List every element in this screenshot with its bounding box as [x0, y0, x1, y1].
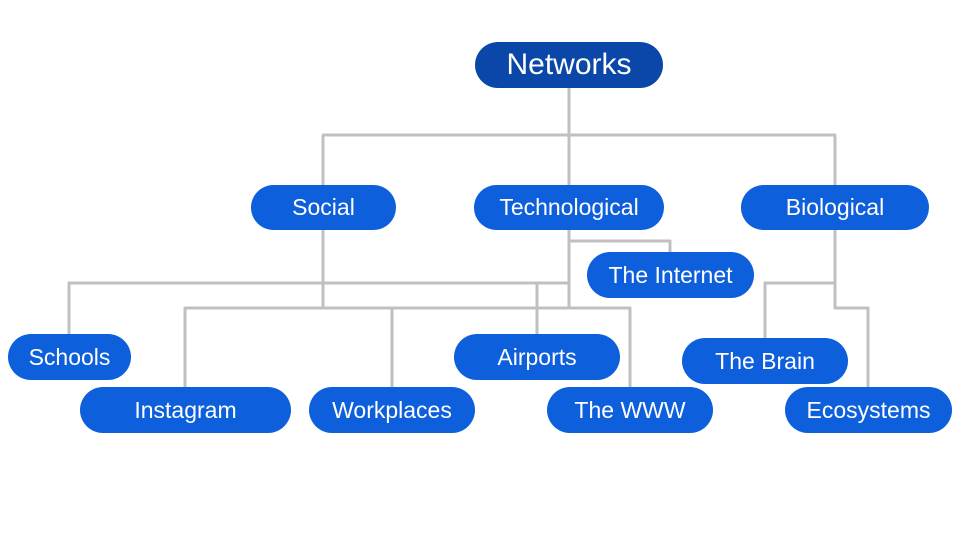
node-schools: Schools — [8, 334, 131, 380]
node-workplaces: Workplaces — [309, 387, 475, 433]
node-biological: Biological — [741, 185, 929, 230]
node-ecosystems: Ecosystems — [785, 387, 952, 433]
node-airports: Airports — [454, 334, 620, 380]
node-instagram: Instagram — [80, 387, 291, 433]
node-technological: Technological — [474, 185, 664, 230]
node-social: Social — [251, 185, 396, 230]
node-the-internet: The Internet — [587, 252, 754, 298]
node-the-www: The WWW — [547, 387, 713, 433]
node-networks: Networks — [475, 42, 663, 88]
node-the-brain: The Brain — [682, 338, 848, 384]
